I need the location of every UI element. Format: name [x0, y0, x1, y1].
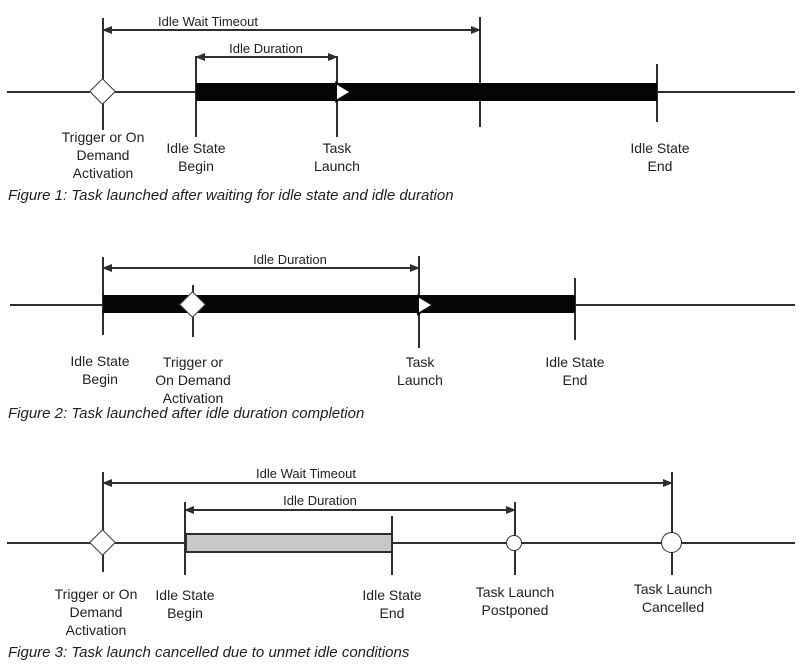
- figure-3-idle-wait-timeout-label: Idle Wait Timeout: [256, 466, 356, 481]
- figure-3-idle-begin-label: Idle State Begin: [155, 587, 215, 621]
- figure-1-idle-duration-arrow: [195, 53, 338, 61]
- figure-3-cancelled-label: Task Launch Cancelled: [633, 581, 713, 615]
- figure-1-idle-wait-timeout-arrow: [102, 26, 481, 34]
- figure-2-task-launch-label: Task Launch: [397, 354, 443, 388]
- figure-3-timeline: [7, 542, 795, 544]
- figure-3-idle-duration-label: Idle Duration: [283, 493, 357, 508]
- figure-2-idle-end-label: Idle State End: [545, 354, 605, 388]
- figure-3-trigger-label: Trigger or On Demand Activation: [54, 586, 138, 638]
- figure-3-idle-wait-timeout-arrow: [102, 479, 673, 487]
- figure-1-caption: Figure 1: Task launched after waiting fo…: [8, 187, 454, 204]
- figure-2-caption: Figure 2: Task launched after idle durat…: [8, 405, 365, 422]
- figure-1-idle-duration-label: Idle Duration: [229, 41, 303, 56]
- figure-2-idle-begin-label: Idle State Begin: [70, 353, 130, 387]
- figure-2-trigger-label: Trigger or On Demand Activation: [155, 354, 231, 406]
- figure-2-idle-duration-label: Idle Duration: [253, 252, 327, 267]
- figure-1-idle-begin-label: Idle State Begin: [166, 140, 226, 174]
- figure-1-idle-end-tick: [656, 64, 658, 122]
- figure-1-trigger-tick: [102, 18, 104, 130]
- figure-1-task-launch-label: Task Launch: [314, 140, 360, 174]
- figure-3-postponed-circle-icon: [506, 535, 522, 551]
- figure-1-idle-end-label: Idle State End: [630, 140, 690, 174]
- figure-2-idle-duration-arrow: [102, 264, 420, 272]
- figure-3-caption: Figure 3: Task launch cancelled due to u…: [8, 644, 410, 661]
- figure-3-idle-duration-arrow: [184, 506, 516, 514]
- figure-3-trigger-diamond-icon: [89, 529, 116, 556]
- figure-1-idle-state-bar: [196, 83, 657, 101]
- figure-2-idle-end-tick: [574, 278, 576, 340]
- figure-1-idle-wait-timeout-tick: [479, 17, 481, 127]
- figure-1-idle-wait-timeout-label: Idle Wait Timeout: [158, 14, 258, 29]
- figure-1-trigger-diamond-icon: [89, 78, 116, 105]
- figure-2-idle-state-bar: [103, 295, 575, 313]
- figure-1-task-launch-triangle-icon: [335, 81, 353, 103]
- figure-2-task-launch-triangle-icon: [417, 294, 435, 316]
- figure-3-cancelled-tick: [671, 472, 673, 575]
- figure-3-idle-end-label: Idle State End: [362, 587, 422, 621]
- figure-3-idle-state-bar-unmet: [185, 533, 393, 553]
- figure-1-trigger-label: Trigger or On Demand Activation: [61, 129, 145, 181]
- figure-3-cancelled-circle-icon: [661, 532, 682, 553]
- figure-3-trigger-tick: [102, 472, 104, 572]
- figure-3-postponed-label: Task Launch Postponed: [475, 584, 555, 618]
